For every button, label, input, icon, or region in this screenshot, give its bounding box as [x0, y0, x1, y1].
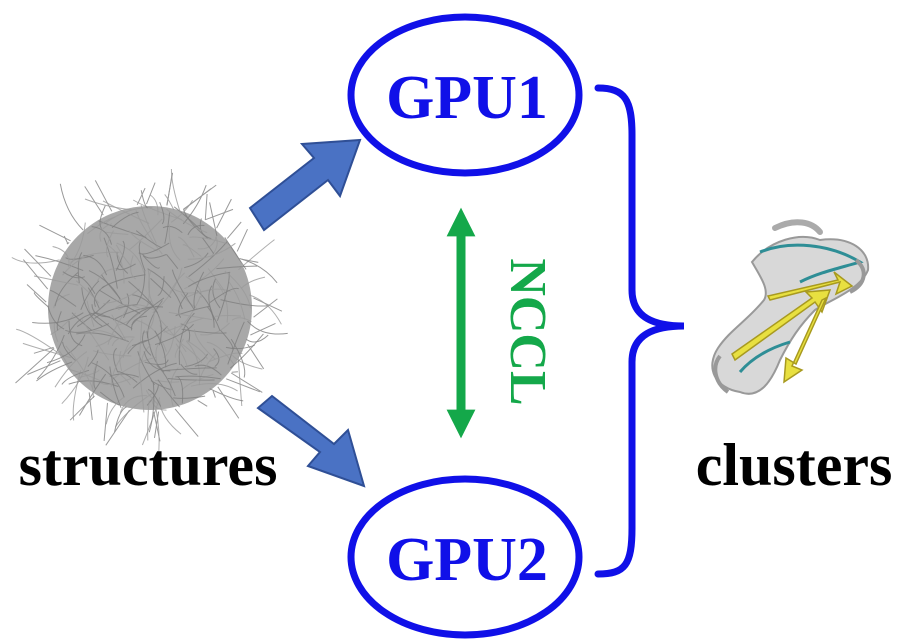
nccl-label: NCCL: [499, 258, 556, 405]
clusters-label: clusters: [696, 432, 893, 498]
gpu2-label: GPU2: [386, 526, 548, 594]
gpu1-node: GPU1: [347, 13, 583, 177]
gpu1-label: GPU1: [386, 64, 548, 132]
arrow-to-gpu1: [248, 138, 362, 232]
merge-brace: [594, 84, 685, 578]
arrow-to-gpu2: [256, 394, 366, 488]
structures-cloud-image: [11, 168, 288, 454]
gpu2-node: GPU2: [347, 475, 583, 639]
clusters-image: [711, 219, 870, 395]
structures-label: structures: [19, 432, 278, 498]
